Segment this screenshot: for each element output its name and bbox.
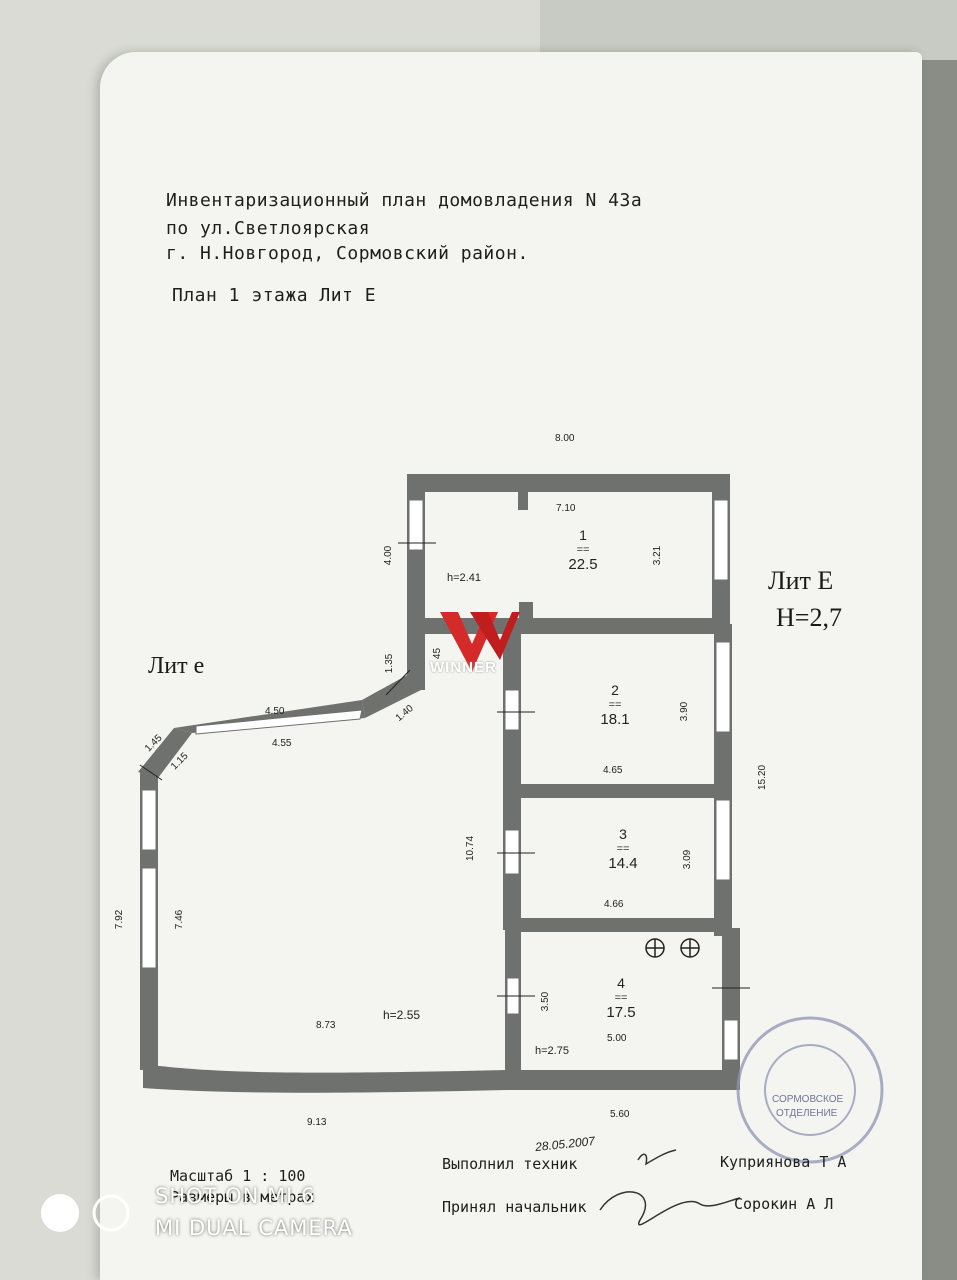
- height-label: Н=2,7: [776, 603, 842, 632]
- title-line-3: г. Н.Новгород, Сормовский район.: [166, 243, 529, 264]
- accepted-by-label: Принял начальник: [442, 1198, 587, 1216]
- room-2-number: 2: [611, 682, 619, 698]
- room-3-area: 14.4: [608, 855, 638, 872]
- dim-bottom-left-inner: 8.73: [316, 1020, 336, 1031]
- heater-symbols: [645, 938, 700, 958]
- dim-seg-450: 4.50: [265, 706, 285, 717]
- watermark-text: WINNER: [430, 659, 497, 676]
- scale-label: Масштаб 1 : 100: [170, 1167, 306, 1185]
- room-4-number: 4: [617, 975, 625, 991]
- windows: [141, 499, 739, 1061]
- room-1-eq: ==: [576, 544, 590, 556]
- made-by-name: Куприянова Т А: [720, 1153, 847, 1171]
- room1-ceiling: h=2.41: [447, 572, 481, 584]
- stamp-line-1: СОРМОВСКОЕ: [772, 1094, 844, 1105]
- room-3-number: 3: [619, 826, 627, 842]
- room-1-number: 1: [579, 527, 587, 543]
- watermark-logo: [440, 612, 520, 672]
- room-2-eq: ==: [608, 699, 622, 711]
- units-label: Размеры в метрах: [170, 1188, 315, 1206]
- accepted-by-name: Сорокин А Л: [734, 1195, 834, 1213]
- made-by-label: Выполнил техник: [442, 1155, 578, 1173]
- room-4-eq: ==: [614, 992, 628, 1004]
- dim-seg-455: 4.55: [272, 738, 292, 749]
- lit-E-label: Лит Е: [768, 566, 834, 595]
- room-3-eq: ==: [616, 843, 630, 855]
- plan-title: План 1 этажа Лит Е: [172, 285, 377, 306]
- dim-top-width: 8.00: [555, 433, 575, 444]
- room4-ceiling: h=2.75: [535, 1045, 569, 1057]
- dim-room3-width: 4.66: [604, 899, 624, 910]
- title-line-2: по ул.Светлоярская: [166, 218, 371, 239]
- stamp-seal: [736, 1016, 884, 1164]
- room-1-area: 22.5: [568, 556, 598, 573]
- big-room-ceiling: h=2.55: [383, 1008, 421, 1022]
- dim-room2-width: 4.65: [603, 765, 623, 776]
- stamp-line-2: ОТДЕЛЕНИЕ: [776, 1108, 838, 1119]
- dim-bottom-right: 5.60: [610, 1109, 630, 1120]
- lit-e-small-label: Лит е: [148, 653, 205, 679]
- camera-line-1: SHOT ON MI 6: [155, 1184, 316, 1208]
- door-marks: [139, 542, 750, 997]
- dim-bottom-left: 9.13: [307, 1117, 327, 1128]
- room-2-area: 18.1: [600, 711, 630, 728]
- background-sheet-top: [540, 0, 957, 60]
- dim-room4-width: 5.00: [607, 1033, 627, 1044]
- camera-line-2: MI DUAL CAMERA: [155, 1216, 353, 1240]
- dim-room1-width: 7.10: [556, 503, 576, 514]
- title-line-1: Инвентаризационный план домовладения N 4…: [166, 190, 643, 211]
- signatures: [599, 1149, 741, 1226]
- room-4-area: 17.5: [606, 1004, 636, 1021]
